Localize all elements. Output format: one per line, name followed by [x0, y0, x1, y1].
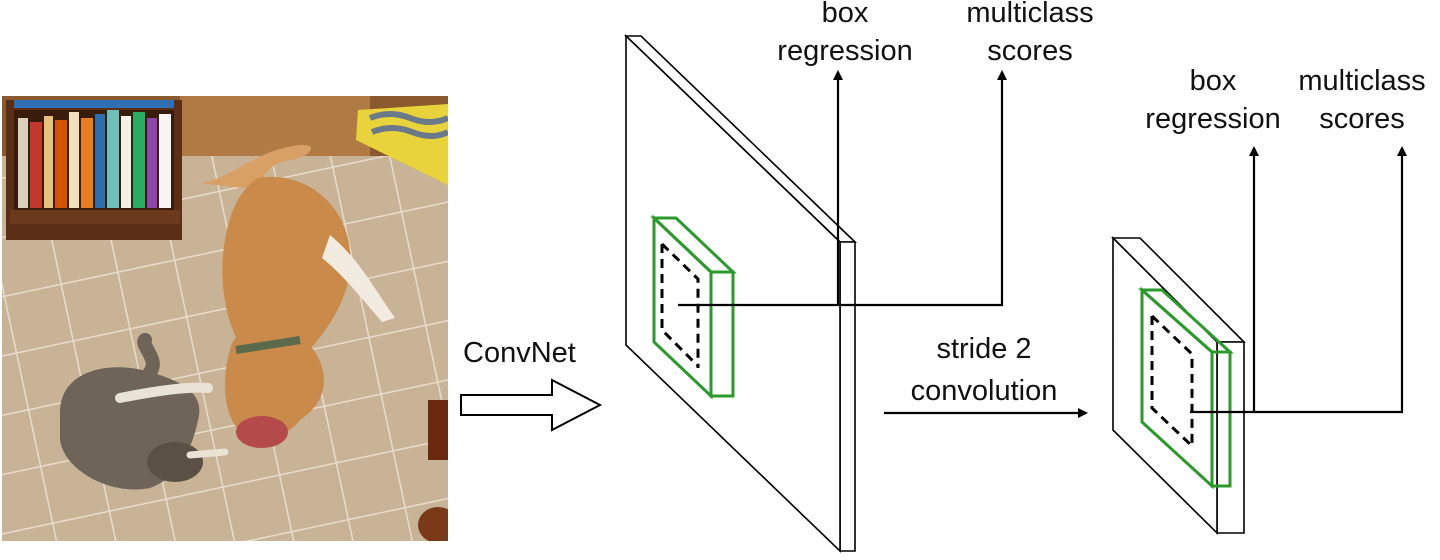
- large-map-outputs: [678, 70, 1007, 307]
- stride-label: stride 2: [936, 333, 1031, 365]
- large-anchor-box: [650, 214, 737, 400]
- large-box-regression-line2: regression: [777, 35, 912, 67]
- large-feature-map: [624, 34, 857, 553]
- cat: [60, 333, 229, 490]
- small-box-regression-line1: box: [1190, 65, 1237, 97]
- small-map-outputs: [1190, 146, 1407, 414]
- large-multiclass-scores-line1: multiclass: [966, 0, 1093, 29]
- pipeline-arrow-icon: [460, 378, 603, 432]
- convnet-label: ConvNet: [463, 337, 576, 369]
- small-box-regression-line2: regression: [1145, 103, 1280, 135]
- small-feature-map: [1111, 236, 1246, 535]
- small-anchor-box: [1138, 286, 1234, 490]
- small-multiclass-scores-line1: multiclass: [1298, 65, 1425, 97]
- large-box-regression-line1: box: [822, 0, 869, 29]
- dog: [190, 144, 395, 448]
- large-multiclass-scores-line2: scores: [987, 35, 1072, 67]
- convolution-label: convolution: [911, 375, 1058, 407]
- input-photo: [2, 96, 448, 541]
- bookshelf: [6, 100, 182, 240]
- small-multiclass-scores-line2: scores: [1319, 103, 1404, 135]
